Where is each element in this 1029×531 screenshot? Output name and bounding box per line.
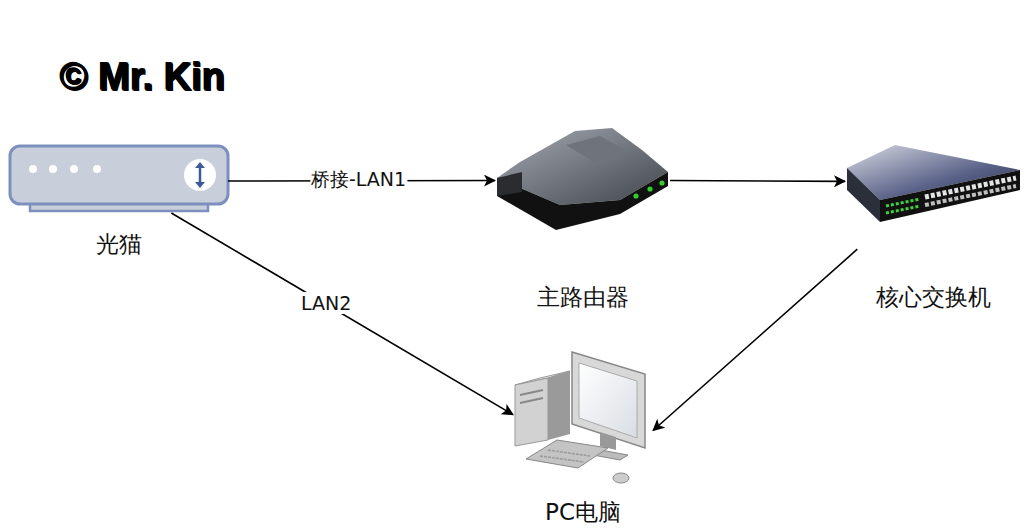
node-label: 光猫 (96, 229, 142, 260)
link-label: LAN2 (300, 292, 352, 314)
router-icon (497, 128, 668, 230)
node-label: PC电脑 (545, 497, 621, 528)
link-arrow (670, 180, 845, 182)
watermark: © Mr. Kin (60, 56, 225, 99)
node-label: 主路由器 (537, 282, 629, 313)
modem-icon (10, 146, 228, 211)
link-arrow (653, 249, 857, 430)
node-label: 核心交换机 (876, 282, 991, 313)
pc-icon (515, 352, 645, 483)
switch-icon (847, 145, 1020, 222)
pc-node: PC电脑 (513, 350, 653, 472)
link-arrow (171, 213, 513, 415)
modem-node: 光猫 (10, 145, 228, 213)
link-label: 桥接-LAN1 (310, 167, 407, 193)
switch-node: 核心交换机 (845, 142, 1022, 224)
router-node: 主路由器 (495, 127, 670, 230)
